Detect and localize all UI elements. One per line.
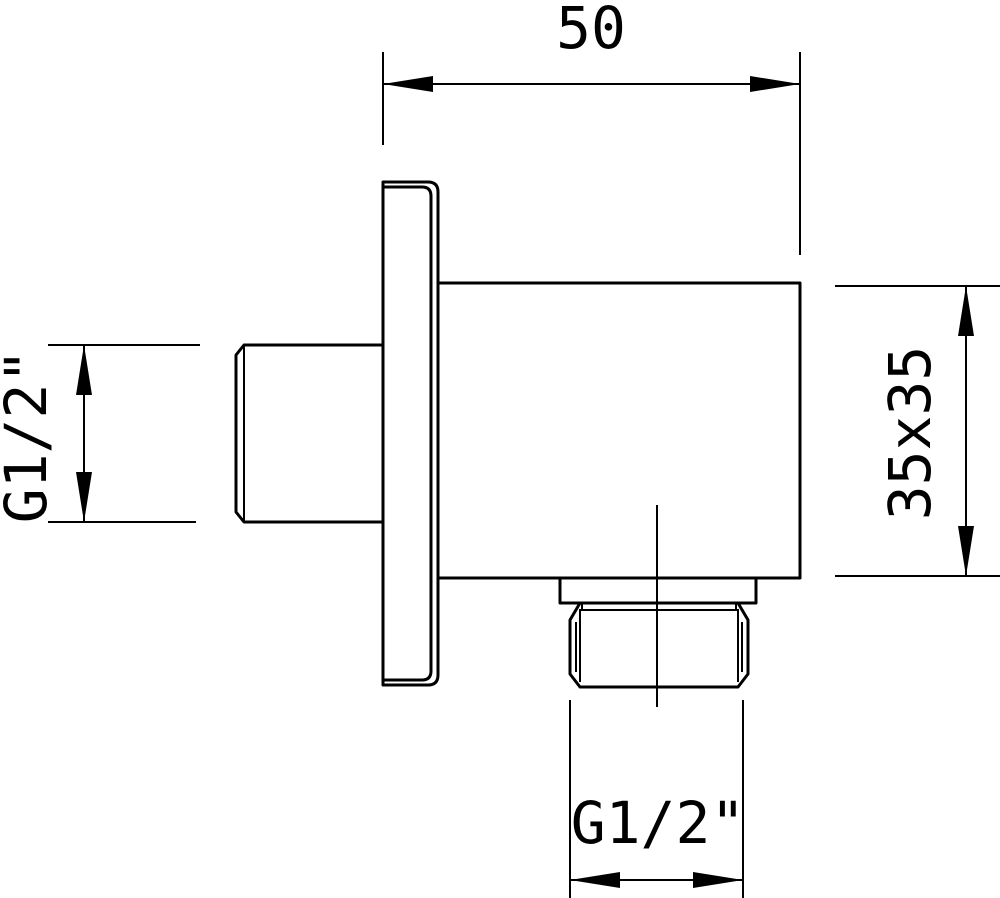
dimension-body: 35x35 bbox=[835, 285, 1000, 577]
arrowhead-inlet-top bbox=[76, 345, 92, 395]
outlet-nut-shoulder bbox=[581, 603, 737, 611]
inlet-thread-label: G1/2" bbox=[0, 349, 60, 524]
dimension-outlet: G1/2" bbox=[569, 700, 746, 898]
body-section-label: 35x35 bbox=[876, 346, 944, 521]
arrowhead-top bbox=[958, 286, 974, 336]
arrowhead-left bbox=[383, 76, 433, 92]
length-label: 50 bbox=[556, 0, 626, 62]
outlet-nut-inner bbox=[575, 609, 743, 682]
dimension-inlet: G1/2" bbox=[0, 344, 200, 524]
outlet-thread-label: G1/2" bbox=[571, 789, 746, 857]
arrowhead-outlet-right bbox=[693, 872, 743, 888]
square-body bbox=[436, 281, 802, 580]
arrowhead-bottom bbox=[958, 526, 974, 576]
arrowhead-right bbox=[750, 76, 800, 92]
arrowhead-inlet-bottom bbox=[76, 472, 92, 522]
wall-outlet-part bbox=[234, 180, 802, 707]
inlet-nipple bbox=[234, 343, 385, 524]
flange-inner-edge bbox=[383, 185, 433, 682]
wall-flange bbox=[381, 180, 440, 687]
outlet-nut bbox=[568, 601, 750, 689]
arrowhead-outlet-left bbox=[570, 872, 620, 888]
dimension-length: 50 bbox=[382, 0, 801, 255]
